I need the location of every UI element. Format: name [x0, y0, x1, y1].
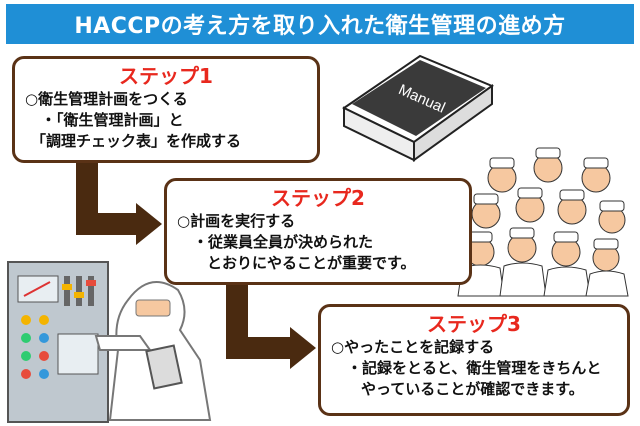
- step-2-main: ○計画を実行する: [177, 212, 296, 230]
- page-title-banner: HACCPの考え方を取り入れた衛生管理の進め方: [6, 4, 634, 44]
- manual-book-icon: Manual: [342, 54, 495, 162]
- kitchen-staff-group-icon: [457, 147, 629, 297]
- arrow-step2-to-step3: [226, 285, 316, 369]
- step-3-sub2: やっていることが確認できます。: [361, 380, 584, 398]
- step-2-title: ステップ2: [271, 186, 365, 210]
- step-1-title: ステップ1: [119, 64, 213, 88]
- worker-control-panel-icon: [7, 261, 212, 423]
- step-3-title: ステップ3: [427, 312, 521, 336]
- step-1-sub2: 「調理チェック表」を作成する: [31, 132, 242, 150]
- page-title: HACCPの考え方を取り入れた衛生管理の進め方: [74, 14, 566, 39]
- step-3-box: ステップ3 ○やったことを記録する ・記録をとると、衛生管理をきちんと やってい…: [318, 304, 630, 416]
- step-2-sub2: とおりにやることが重要です。: [207, 254, 416, 272]
- step-3-sub1: ・記録をとると、衛生管理をきちんと: [347, 359, 602, 377]
- step-1-main: ○衛生管理計画をつくる: [25, 90, 188, 108]
- arrow-step1-to-step2: [76, 163, 162, 245]
- step-1-sub1: ・「衛生管理計画」と: [41, 111, 184, 129]
- step-2-box: ステップ2 ○計画を実行する ・従業員全員が決められた とおりにやることが重要で…: [164, 178, 472, 285]
- step-1-box: ステップ1 ○衛生管理計画をつくる ・「衛生管理計画」と 「調理チェック表」を作…: [12, 56, 320, 163]
- step-3-main: ○やったことを記録する: [331, 338, 495, 356]
- step-2-sub1: ・従業員全員が決められた: [193, 233, 374, 251]
